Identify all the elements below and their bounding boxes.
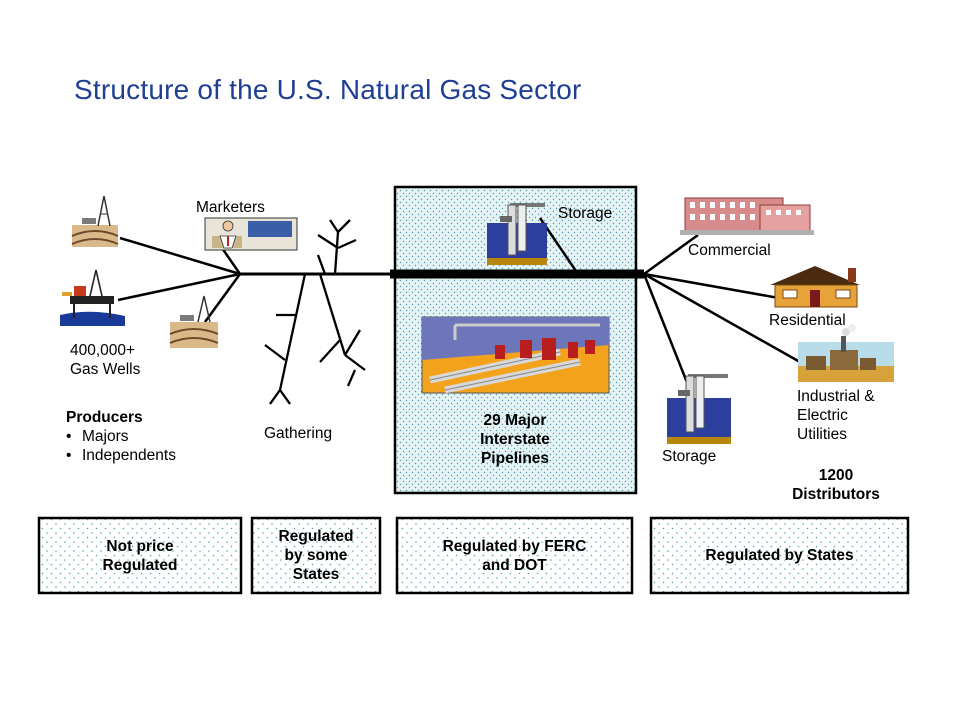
distributor-lines [642,233,801,391]
regulation-text-distributors: Regulated by States [705,547,854,564]
industrial-plant-icon [798,324,894,382]
industrial-label: Industrial & Electric Utilities [797,388,875,443]
producers-heading: Producers [66,409,143,426]
onshore-well-icon-small [169,295,219,348]
regulation-box-gathering [250,516,382,595]
gas-wells-label: 400,000+ Gas Wells [70,342,141,378]
gathering-label: Gathering [264,425,333,442]
marketers-label: Marketers [196,199,265,216]
storage-bottom-label: Storage [662,448,717,465]
regulation-box-producers [37,516,243,595]
producers-list: Majors Independents [66,427,176,465]
commercial-label: Commercial [688,242,771,259]
regulation-box-distributors [649,516,910,595]
residential-house-icon [770,266,860,308]
pipeline-picture [421,316,610,394]
page-title: Structure of the U.S. Natural Gas Sector [74,74,582,105]
storage-icon-top [487,203,547,265]
producer-lines [117,236,242,323]
residential-label: Residential [769,312,846,329]
commercial-building-icon [680,197,814,235]
producers-item-independents: Independents [66,446,176,465]
producers-block: Producers Majors Independents [66,408,176,465]
regulation-box-pipelines [395,516,634,595]
pipelines-label: 29 Major Interstate Pipelines [480,412,550,467]
distributors-label: 1200 Distributors [792,467,880,503]
marketers-icon [204,217,298,251]
storage-top-label: Storage [558,205,613,222]
offshore-platform-icon [60,269,125,326]
storage-icon-bottom [667,374,731,444]
producers-item-majors: Majors [66,427,176,446]
onshore-well-icon [71,195,119,247]
gathering-tree [264,219,366,405]
